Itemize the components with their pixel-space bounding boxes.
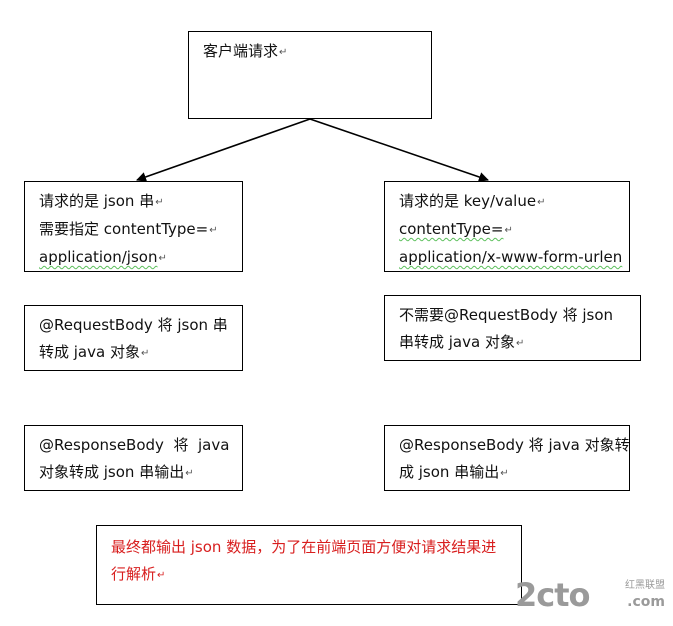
arrow-to-keyvalue-request (309, 118, 489, 182)
no-request-body-line-1: 不需要@RequestBody 将 json (399, 306, 613, 324)
result-note-text: 最终都输出 json 数据，为了在前端页面方便对请求结果进行解析 (111, 538, 497, 583)
paragraph-mark-icon: ↵ (155, 197, 164, 208)
response-body-json-line-1: @ResponseBody 将 java (39, 436, 230, 454)
client-request-box: 客户端请求↵ (188, 31, 432, 119)
arrow-to-json-request (136, 118, 311, 182)
response-body-keyvalue-box: @ResponseBody 将 java 对象转 成 json 串输出↵ (384, 425, 630, 491)
result-note-box: 最终都输出 json 数据，为了在前端页面方便对请求结果进行解析↵ (96, 525, 522, 605)
keyvalue-request-line-1: 请求的是 key/value (399, 192, 537, 210)
keyvalue-request-line-2: contentType= (399, 220, 504, 238)
paragraph-mark-icon: ↵ (209, 225, 218, 236)
paragraph-mark-icon: ↵ (158, 253, 167, 264)
client-request-label: 客户端请求 (203, 42, 279, 60)
json-request-line-1: 请求的是 json 串 (39, 192, 155, 210)
request-body-json-line-1: @RequestBody 将 json 串 (39, 316, 228, 334)
paragraph-mark-icon: ↵ (140, 348, 150, 359)
keyvalue-request-box: 请求的是 key/value↵ contentType=↵ applicatio… (384, 181, 630, 272)
paragraph-mark-icon: ↵ (537, 197, 546, 208)
json-request-line-2: 需要指定 contentType= (39, 220, 209, 238)
request-body-json-line-2: 转成 java 对象 (39, 343, 140, 361)
no-request-body-box: 不需要@RequestBody 将 json 串转成 java 对象↵ (384, 295, 641, 361)
no-request-body-line-2: 串转成 java 对象 (399, 333, 515, 351)
response-body-json-box: @ResponseBody 将 java 对象转成 json 串输出↵ (24, 425, 243, 491)
keyvalue-request-line-3: application/x-www-form-urlen (399, 248, 623, 266)
request-body-json-box: @RequestBody 将 json 串 转成 java 对象↵ (24, 305, 243, 371)
paragraph-mark-icon: ↵ (279, 47, 288, 58)
paragraph-mark-icon: ↵ (185, 468, 194, 479)
response-body-keyvalue-line-2: 成 json 串输出 (399, 463, 500, 481)
response-body-keyvalue-line-1: @ResponseBody 将 java 对象转 (399, 436, 630, 454)
paragraph-mark-icon: ↵ (515, 338, 525, 349)
paragraph-mark-icon: ↵ (504, 225, 513, 236)
response-body-json-line-2: 对象转成 json 串输出 (39, 463, 185, 481)
paragraph-mark-icon: ↵ (500, 468, 509, 479)
paragraph-mark-icon: ↵ (157, 570, 166, 581)
json-request-box: 请求的是 json 串↵ 需要指定 contentType=↵ applicat… (24, 181, 243, 272)
json-request-line-3: application/json (39, 248, 158, 266)
